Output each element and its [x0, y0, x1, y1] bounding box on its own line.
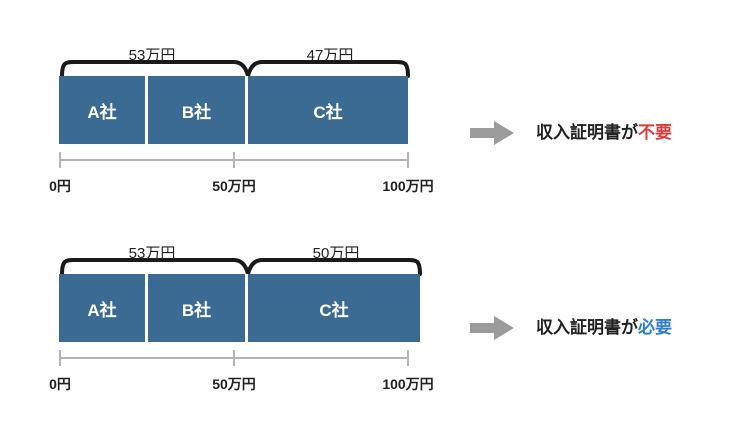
tick-50: 50万円 [212, 376, 256, 392]
result-prefix: 収入証明書が [536, 318, 638, 337]
diagram-1: 53万円 47万円 A社 B社 C社 0円 50万円 100万円 収入証明書が不… [0, 0, 750, 200]
divider [145, 274, 148, 342]
right-arrow-icon [470, 121, 514, 145]
company-bar: A社 B社 C社 [59, 76, 408, 144]
segment-a: A社 [59, 274, 145, 342]
result-text: 収入証明書が不要 [536, 118, 672, 143]
axis-line [59, 152, 409, 168]
company-bar: A社 B社 C社 [59, 274, 420, 342]
result-status: 不要 [638, 123, 672, 142]
result-prefix: 収入証明書が [536, 123, 638, 142]
diagram-2: 53万円 50万円 A社 B社 C社 0円 50万円 100万円 収入証明書が必… [0, 200, 750, 400]
amount-label-1: 53万円 [128, 245, 176, 262]
amount-label-2: 50万円 [312, 245, 360, 262]
segment-a: A社 [59, 76, 145, 144]
divider [245, 76, 248, 144]
result-status: 必要 [638, 318, 672, 337]
segment-b: B社 [148, 76, 245, 144]
amount-label-2: 47万円 [306, 47, 354, 64]
tick-50: 50万円 [212, 178, 256, 194]
segment-c: C社 [248, 76, 408, 144]
tick-0: 0円 [49, 178, 71, 194]
tick-100: 100万円 [382, 376, 434, 392]
divider [145, 76, 148, 144]
tick-0: 0円 [49, 376, 71, 392]
result-text: 収入証明書が必要 [536, 313, 672, 338]
axis-line [59, 350, 409, 366]
right-arrow-icon [470, 316, 514, 340]
segment-b: B社 [148, 274, 245, 342]
divider [245, 274, 248, 342]
amount-label-1: 53万円 [128, 47, 176, 64]
tick-100: 100万円 [382, 178, 434, 194]
segment-c: C社 [248, 274, 420, 342]
